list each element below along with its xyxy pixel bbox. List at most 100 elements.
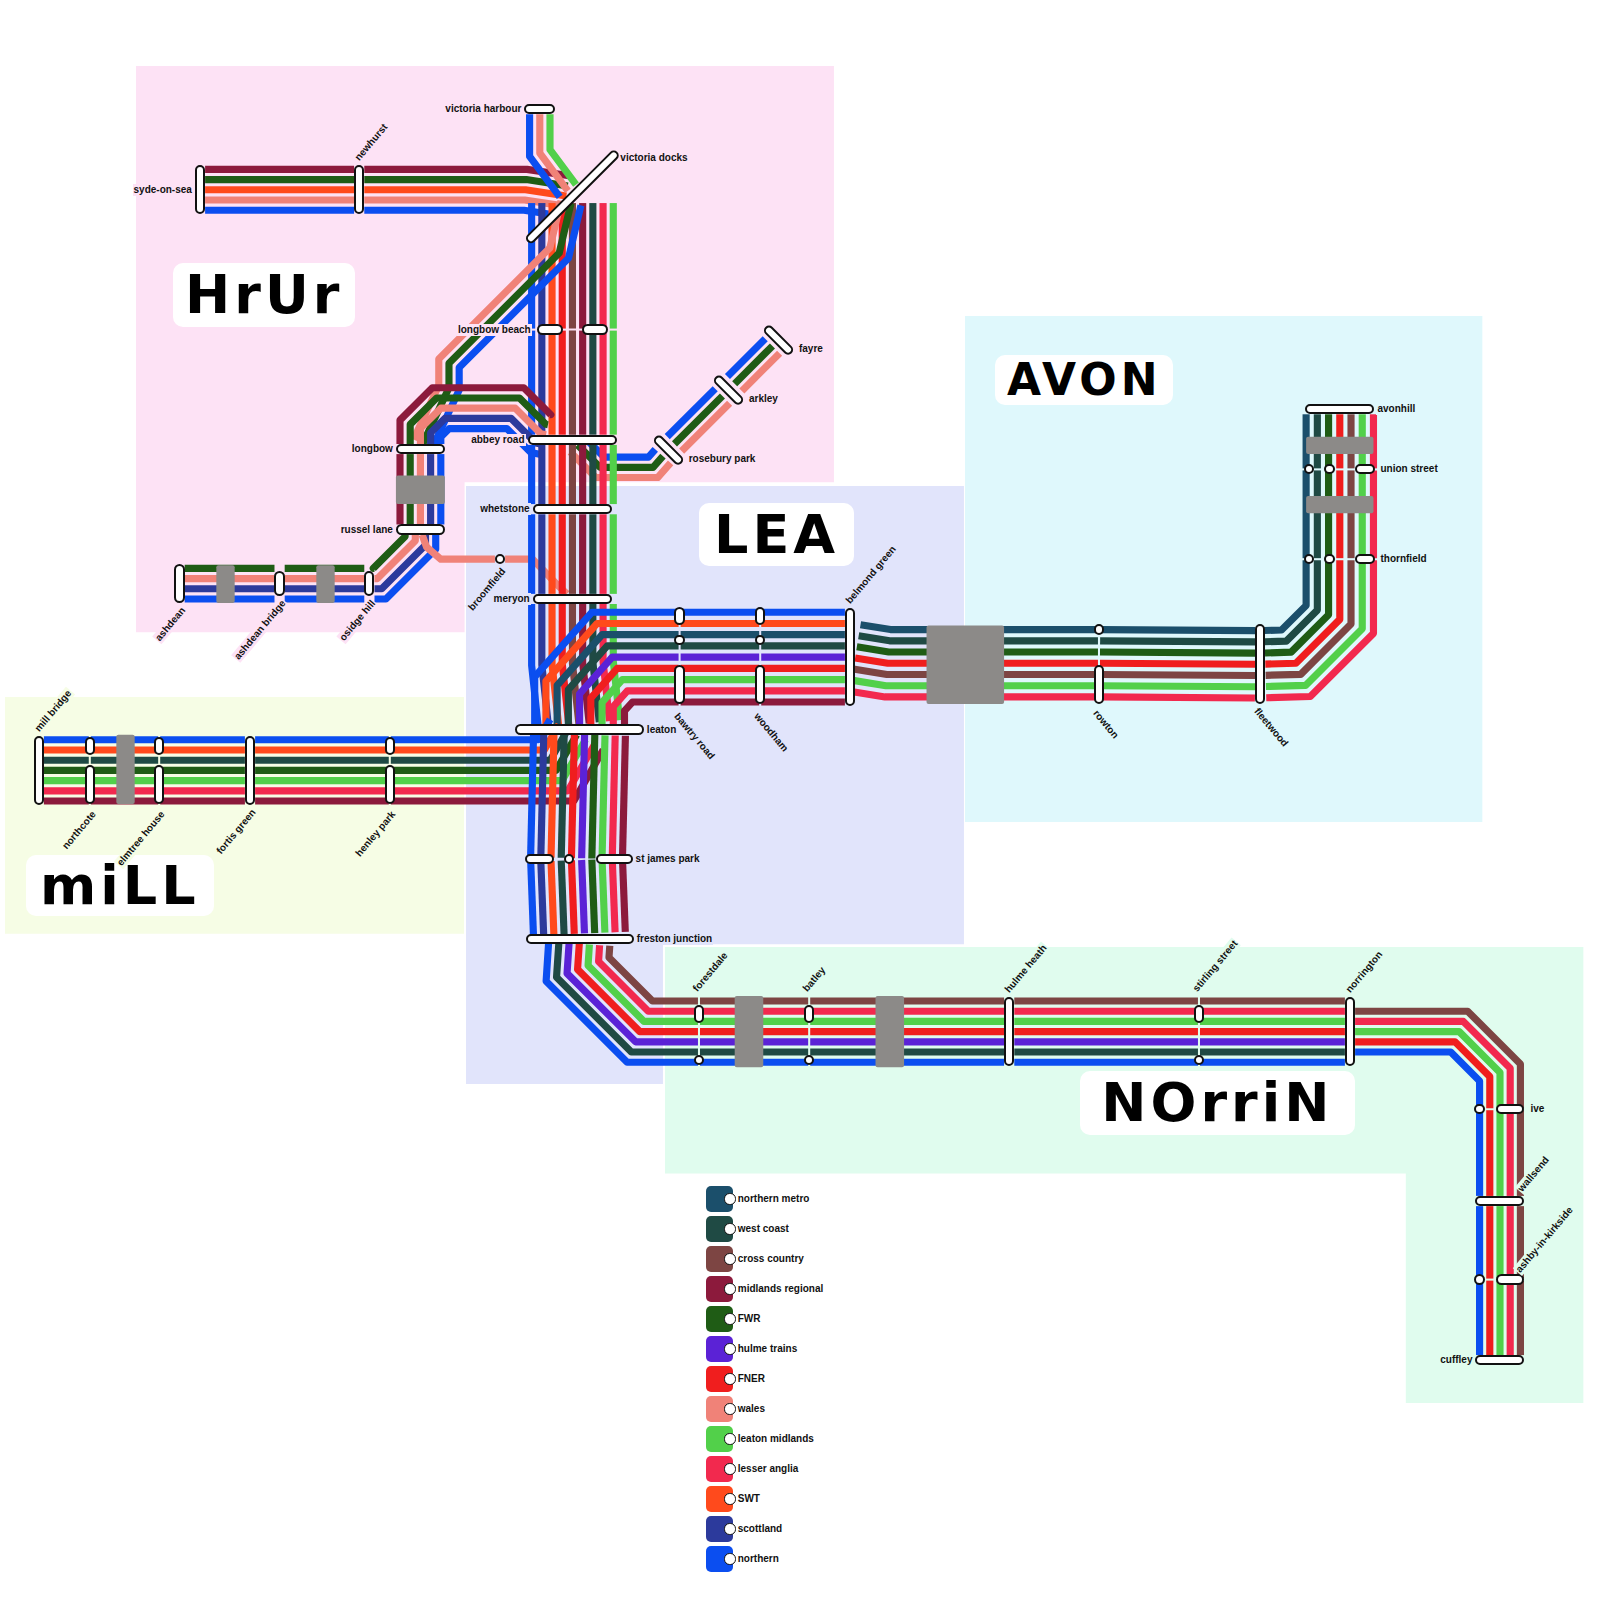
station-stop <box>674 635 684 645</box>
route-bundle <box>160 740 245 801</box>
route-line <box>569 331 576 435</box>
legend-dot <box>724 1373 735 1384</box>
route-line <box>681 609 760 616</box>
route-line <box>612 736 615 859</box>
interchange-block <box>216 565 234 603</box>
station-marker: thornfield <box>1304 558 1375 560</box>
route-line <box>531 734 534 857</box>
route-line <box>589 514 596 594</box>
interchange-block <box>927 626 1005 705</box>
route-line <box>681 631 760 638</box>
legend-swatch <box>706 1456 733 1483</box>
legend-dot <box>724 1283 735 1294</box>
region-name: HrUr <box>185 268 343 322</box>
station-marker: longbow <box>396 444 445 454</box>
map-region: NOrriNforestdalebatleyhulme heathstirlin… <box>665 947 1583 1403</box>
route-line <box>1014 1038 1198 1045</box>
route-bundle <box>255 740 389 801</box>
station-stop <box>385 765 395 804</box>
legend-dot <box>724 1343 735 1354</box>
station-stop <box>1094 624 1104 634</box>
route-line <box>1200 1048 1345 1055</box>
route-line <box>589 445 596 504</box>
route-line <box>559 331 566 435</box>
route-line <box>602 735 605 858</box>
route-bundle <box>1200 1001 1345 1062</box>
station-marker: newhurst <box>354 165 364 214</box>
station-stop <box>85 737 95 755</box>
route-line <box>810 1038 1004 1045</box>
route-line <box>681 620 760 627</box>
station-marker: meryon <box>533 594 613 604</box>
route-line <box>255 797 389 804</box>
station-stop <box>85 765 95 804</box>
station-label: ive <box>1529 1103 1545 1115</box>
route-line <box>559 514 566 594</box>
station-label: rosebury park <box>688 453 757 465</box>
station-marker: fleetwood <box>1255 624 1265 704</box>
region-name-box: AVON <box>995 355 1174 405</box>
station-marker: fayre <box>772 334 784 346</box>
route-line <box>1200 1018 1345 1025</box>
route-line <box>561 861 564 935</box>
route-line <box>160 746 245 753</box>
route-line <box>1303 470 1310 558</box>
route-line <box>681 676 760 683</box>
route-line <box>205 166 354 173</box>
legend-dot <box>724 1523 735 1534</box>
station-stop <box>1474 1104 1484 1114</box>
station-marker: wallsend <box>1475 1196 1524 1206</box>
legend-dot <box>724 1463 735 1474</box>
station-marker: avonhill <box>1305 404 1374 414</box>
route-line <box>761 609 845 616</box>
route-line <box>810 1028 1004 1035</box>
station-marker: victoria harbour <box>524 104 555 114</box>
route-line <box>1359 470 1366 558</box>
station-label: abbey road <box>470 434 525 446</box>
station-stop <box>1496 1104 1525 1114</box>
station-marker: hulme heath <box>1004 997 1014 1066</box>
region-name: AVON <box>1007 358 1162 402</box>
route-line <box>610 203 617 329</box>
station-marker: osidge hill <box>364 571 374 595</box>
route-line <box>44 757 89 764</box>
route-line <box>602 859 605 932</box>
route-line <box>541 862 544 935</box>
legend-text: midlands regional <box>738 1283 824 1295</box>
route-line <box>1100 686 1255 687</box>
legend-text: scottland <box>738 1523 782 1535</box>
route-line <box>622 858 625 932</box>
interchange-block <box>876 996 905 1067</box>
route-line <box>1496 1206 1503 1278</box>
route-line <box>44 767 89 774</box>
route-line <box>1100 641 1255 642</box>
station-marker: mill bridge <box>34 736 44 805</box>
route-line <box>1314 470 1321 558</box>
station-stop <box>755 607 765 625</box>
station-marker: henley park <box>389 736 391 805</box>
legend-dot <box>724 1313 735 1324</box>
route-line <box>599 203 606 329</box>
route-line <box>1014 1028 1198 1035</box>
route-bundle <box>681 612 760 702</box>
route-line <box>538 445 545 504</box>
route-bundle <box>1014 1001 1198 1062</box>
route-line <box>810 1018 1004 1025</box>
interchange-block <box>316 565 334 603</box>
route-line <box>1014 1018 1198 1025</box>
station-stop <box>755 665 765 704</box>
route-line <box>571 860 574 933</box>
station-label: fayre <box>798 343 824 355</box>
station-stop <box>596 854 633 864</box>
station-marker: abbey road <box>528 435 618 445</box>
route-line <box>582 860 585 933</box>
station-label: whetstone <box>479 503 530 515</box>
route-line <box>592 735 595 858</box>
region-ground <box>665 947 1583 1403</box>
route-line <box>44 787 89 794</box>
route-line <box>160 797 245 804</box>
station-stop <box>1474 1274 1484 1284</box>
route-line <box>1325 470 1332 558</box>
route-line <box>761 620 845 627</box>
